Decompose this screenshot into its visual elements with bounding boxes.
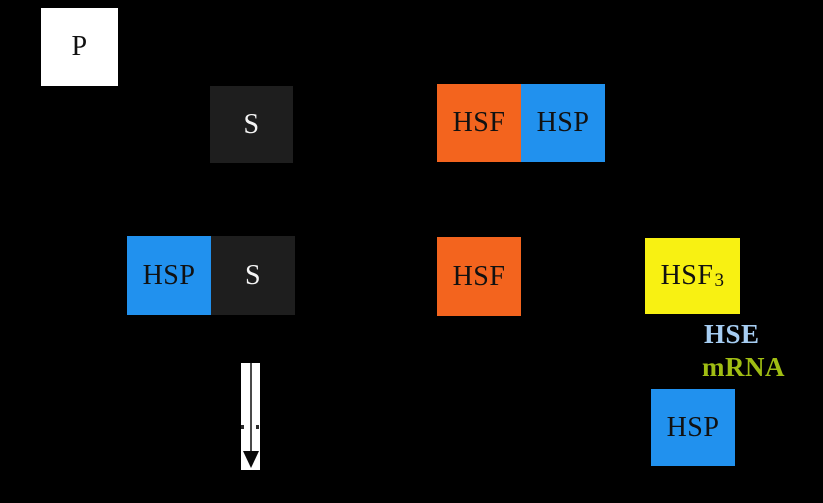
node-hsf3-label: HSF bbox=[660, 260, 714, 291]
node-p-label: P bbox=[71, 31, 88, 62]
down-arrow-shaft bbox=[250, 363, 252, 455]
node-hsf-middle-label: HSF bbox=[452, 260, 506, 292]
node-hsf3-subscript: 3 bbox=[714, 269, 725, 291]
down-arrow-left-notch bbox=[241, 425, 244, 429]
node-hsp-bottom: HSP bbox=[651, 389, 735, 466]
node-hsp-top-label: HSP bbox=[536, 107, 590, 138]
node-hsf-middle: HSF bbox=[437, 237, 521, 316]
down-arrowhead-icon bbox=[243, 451, 259, 468]
node-hsp-middle-label: HSP bbox=[142, 259, 196, 291]
node-s-middle-label: S bbox=[244, 259, 262, 291]
node-s-top: S bbox=[210, 86, 293, 163]
node-s-middle: S bbox=[211, 236, 295, 315]
node-hsp-top: HSP bbox=[521, 84, 605, 162]
node-hsp-bottom-label: HSP bbox=[666, 411, 720, 443]
node-s-top-label: S bbox=[243, 108, 260, 140]
node-p: P bbox=[41, 8, 118, 86]
down-arrow-right-notch bbox=[256, 425, 259, 429]
node-hsf-top-label: HSF bbox=[452, 107, 506, 138]
label-mrna: mRNA bbox=[702, 352, 785, 382]
node-hsp-middle: HSP bbox=[127, 236, 211, 315]
node-hsf-top: HSF bbox=[437, 84, 521, 162]
label-hse: HSE bbox=[704, 319, 760, 349]
